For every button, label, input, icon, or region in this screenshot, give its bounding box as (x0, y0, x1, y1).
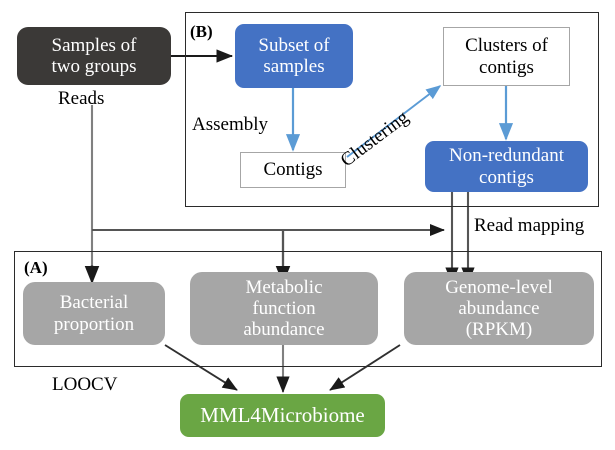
node-subset-of-samples[interactable]: Subset of samples (235, 24, 353, 88)
node-non-redundant-label: Non-redundant contigs (448, 145, 565, 188)
node-clusters-label: Clusters of contigs (465, 35, 548, 78)
node-bacterial-label: Bacterial proportion (53, 292, 135, 335)
arrow-genome-to-output (329, 344, 401, 391)
node-contigs-label: Contigs (263, 159, 323, 181)
edge-label-assembly: Assembly (192, 114, 268, 135)
panel-b-label: (B) (190, 22, 213, 41)
node-bacterial-proportion[interactable]: Bacterial proportion (23, 282, 165, 345)
node-samples-of-two-groups[interactable]: Samples of two groups (17, 27, 171, 85)
node-contigs[interactable]: Contigs (240, 152, 346, 188)
node-genome-level-abundance[interactable]: Genome-level abundance (RPKM) (404, 272, 594, 345)
node-genome-label: Genome-level abundance (RPKM) (445, 276, 553, 341)
node-metabolic-label: Metabolic function abundance (243, 276, 325, 341)
edge-label-reads: Reads (58, 88, 105, 109)
node-clusters-of-contigs[interactable]: Clusters of contigs (443, 27, 570, 86)
edge-label-read-mapping: Read mapping (474, 215, 585, 236)
node-mml4microbiome-output[interactable]: MML4Microbiome (180, 394, 385, 437)
panel-a-frame (14, 251, 602, 367)
arrow-bacterial-to-output (164, 344, 238, 391)
node-metabolic-function-abundance[interactable]: Metabolic function abundance (190, 272, 378, 345)
node-output-label: MML4Microbiome (200, 402, 365, 427)
node-non-redundant-contigs[interactable]: Non-redundant contigs (425, 141, 588, 192)
edge-label-loocv: LOOCV (52, 374, 118, 395)
panel-b-frame (185, 12, 599, 207)
node-samples-label: Samples of two groups (51, 34, 137, 77)
node-subset-label: Subset of samples (258, 34, 330, 77)
panel-a-label: (A) (24, 258, 48, 277)
arrow-contigs-to-clusters (346, 85, 442, 158)
